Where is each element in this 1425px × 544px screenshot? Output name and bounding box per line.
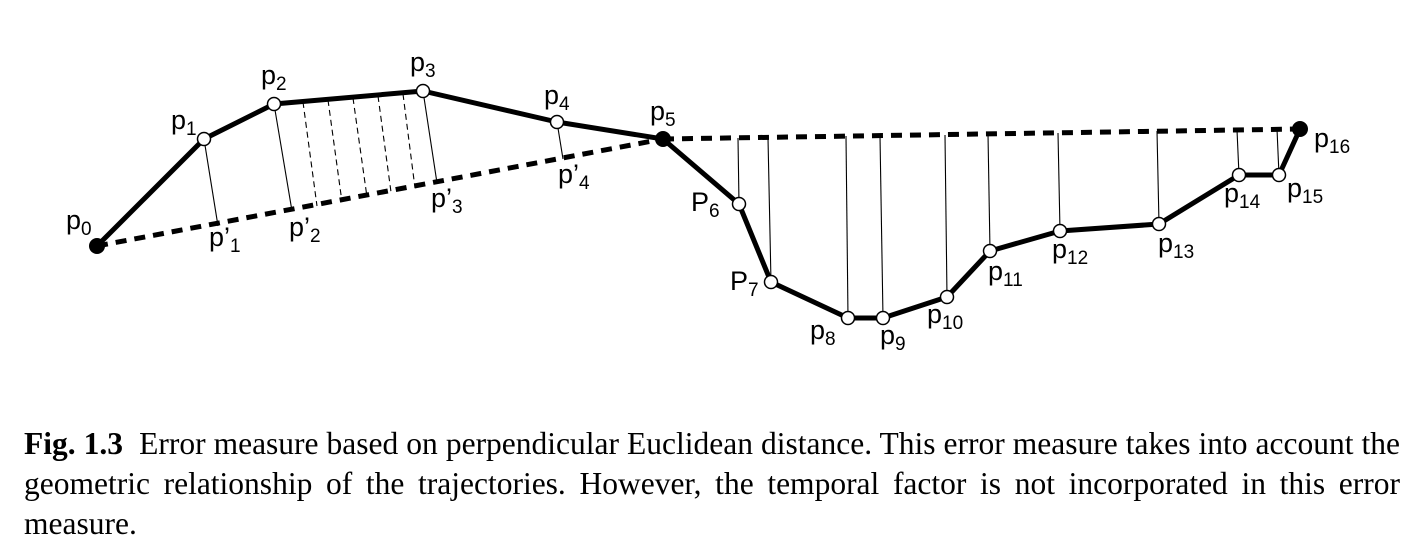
perp-line-p9 xyxy=(879,135,884,319)
diagram-canvas: p0 p1 p2 p3 p4 p5 P6 P7 p8 p9 p10 p11 p1… xyxy=(66,47,1350,355)
point-p0 xyxy=(89,238,105,254)
label-p7: P7 xyxy=(730,266,759,301)
interp-line-2 xyxy=(327,99,343,203)
point-p3 xyxy=(415,83,431,99)
interp-line-4 xyxy=(377,95,392,193)
interp-line-3 xyxy=(352,97,368,198)
point-p7 xyxy=(763,274,779,290)
label-p0: p0 xyxy=(66,205,92,240)
point-p12 xyxy=(1052,223,1068,239)
label-pp2: p’2 xyxy=(289,212,321,247)
point-p14 xyxy=(1231,167,1247,183)
point-p16 xyxy=(1292,121,1308,137)
label-p3: p3 xyxy=(410,47,436,82)
point-p1 xyxy=(196,131,212,147)
perp-line-p3 xyxy=(422,90,438,184)
perp-line-p6 xyxy=(737,137,740,205)
perp-line-p2 xyxy=(273,103,293,212)
label-p5: p5 xyxy=(650,96,676,131)
point-p8 xyxy=(840,310,856,326)
point-labels: p0 p1 p2 p3 p4 p5 P6 P7 p8 p9 p10 p11 p1… xyxy=(66,47,1350,355)
perp-line-p12 xyxy=(1057,132,1061,232)
label-p6: P6 xyxy=(691,187,720,222)
point-p13 xyxy=(1151,216,1167,232)
label-p12: p12 xyxy=(1052,234,1088,269)
label-p13: p13 xyxy=(1158,228,1194,263)
open-points xyxy=(196,83,1287,326)
point-p9 xyxy=(875,310,891,326)
figure-number: Fig. 1.3 xyxy=(24,425,124,461)
perp-line-p7 xyxy=(767,137,772,283)
label-pp4: p’4 xyxy=(558,159,590,194)
point-p15 xyxy=(1271,167,1287,183)
point-p6 xyxy=(731,196,747,212)
point-p10 xyxy=(939,289,955,305)
perp-line-p14 xyxy=(1236,129,1240,176)
label-p4: p4 xyxy=(544,80,570,115)
label-p8: p8 xyxy=(810,315,836,350)
figure-caption: Fig. 1.3 Error measure based on perpendi… xyxy=(24,424,1400,544)
interpolated-perpendiculars xyxy=(302,93,416,207)
label-p16: p16 xyxy=(1314,123,1350,158)
caption-text: Error measure based on perpendicular Euc… xyxy=(24,425,1400,541)
approx-segment-p5-p16 xyxy=(662,126,1301,142)
perpendicular-lines xyxy=(203,90,1280,319)
point-p4 xyxy=(549,114,565,130)
perp-line-p15 xyxy=(1276,128,1280,176)
label-p2: p2 xyxy=(261,60,287,95)
label-pp1: p’1 xyxy=(209,222,241,257)
perp-line-p10 xyxy=(944,134,948,298)
point-p11 xyxy=(982,243,998,259)
label-p9: p9 xyxy=(880,320,906,355)
filled-points xyxy=(89,121,1308,254)
perp-line-p8 xyxy=(845,135,849,319)
label-p1: p1 xyxy=(171,105,197,140)
label-p15: p15 xyxy=(1287,173,1323,208)
approx-segment-p0-p5 xyxy=(96,136,664,249)
label-pp3: p’3 xyxy=(431,183,463,218)
label-p10: p10 xyxy=(927,299,963,334)
interp-line-1 xyxy=(302,101,318,207)
perp-line-p11 xyxy=(987,133,991,252)
point-p2 xyxy=(266,96,282,112)
perp-line-p1 xyxy=(203,138,219,227)
point-p5 xyxy=(655,131,671,147)
interp-line-5 xyxy=(402,93,416,189)
trajectory-diagram: p0 p1 p2 p3 p4 p5 P6 P7 p8 p9 p10 p11 p1… xyxy=(66,47,1350,355)
perp-line-p13 xyxy=(1156,130,1160,225)
label-p14: p14 xyxy=(1224,178,1261,213)
label-p11: p11 xyxy=(988,256,1023,291)
